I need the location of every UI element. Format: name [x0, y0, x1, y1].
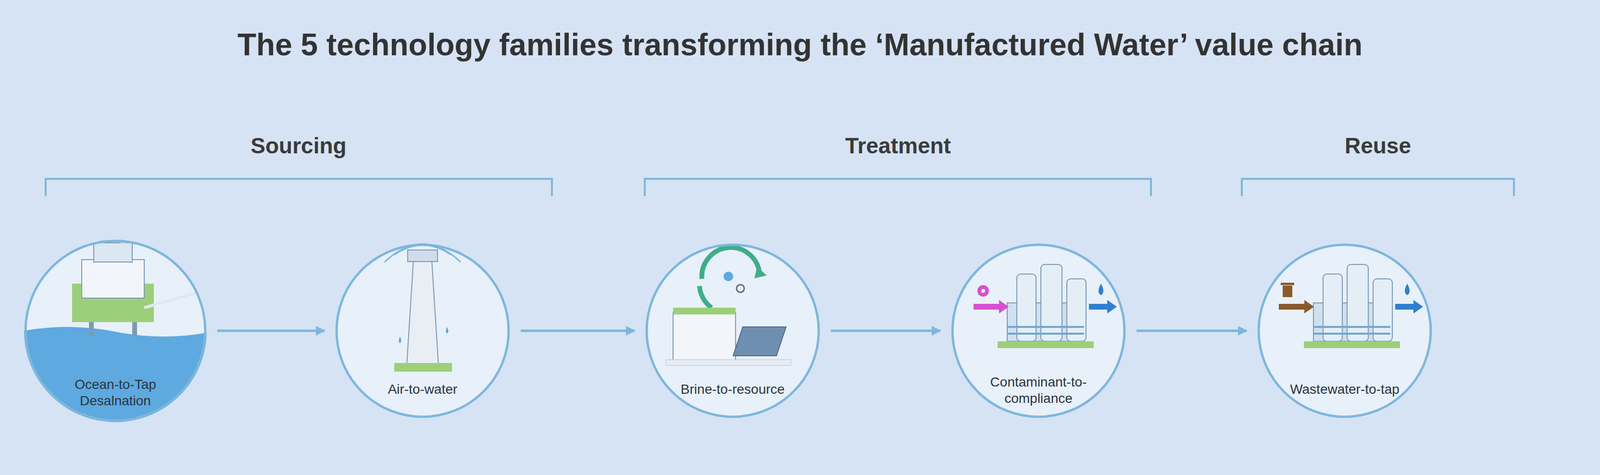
treatment-plant-icon — [973, 264, 1117, 349]
ocean-icon — [19, 209, 212, 433]
circle-ground — [24, 239, 1433, 423]
stage-label: Wastewater-to-tap — [1289, 381, 1400, 398]
group-heading: Reuse — [1344, 132, 1412, 159]
flow-arrow — [217, 329, 325, 333]
group-heading: Sourcing — [250, 132, 347, 159]
circle-ring — [336, 244, 509, 417]
stage-label: Contaminant-to-compliance — [980, 374, 1097, 407]
bracket — [45, 178, 1514, 197]
stage-circle: Ocean-to-Tap Desalnation — [24, 239, 207, 423]
circle-ring — [1258, 244, 1431, 417]
circle-ring — [25, 240, 206, 421]
stage-label: Air-to-water — [387, 381, 458, 398]
circle-ring — [952, 244, 1125, 417]
circle-ring — [646, 244, 819, 417]
flow-arrow — [1136, 329, 1247, 333]
stage-circle: Air-to-water — [335, 243, 511, 419]
stage-circle: Brine-to-resource — [645, 243, 821, 419]
stage-label: Brine-to-resource — [680, 381, 785, 398]
title: The 5 technology families transforming t… — [0, 26, 1600, 63]
stage-circle: Contaminant-to-compliance — [950, 243, 1126, 419]
flow-arrow — [520, 329, 635, 333]
flow-arrow — [830, 329, 941, 333]
reuse-plant-icon — [1278, 264, 1424, 349]
stage-label: Ocean-to-Tap Desalnation — [60, 376, 171, 409]
group-heading: Treatment — [845, 132, 951, 159]
recycle-icon — [665, 247, 791, 366]
tower-icon — [384, 244, 461, 373]
stage-circle: Wastewater-to-tap — [1257, 243, 1433, 419]
